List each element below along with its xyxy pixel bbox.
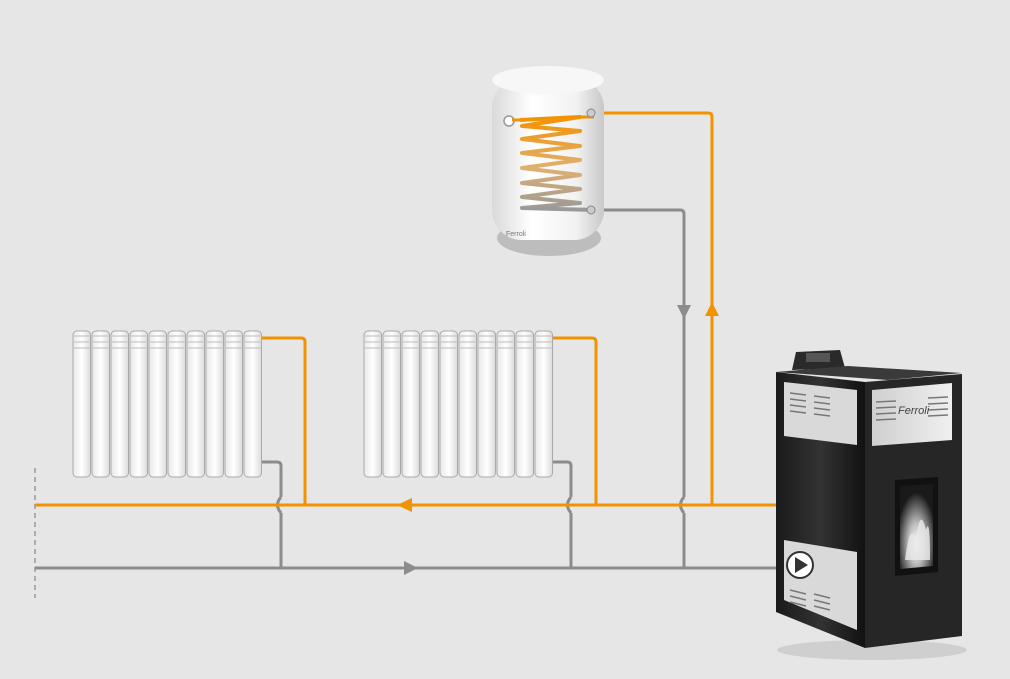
radiator-fin — [205, 330, 224, 478]
radiator-icon — [363, 330, 553, 478]
radiator-fin — [148, 330, 167, 478]
radiator-fin — [382, 330, 401, 478]
radiator-fin — [129, 330, 148, 478]
radiator-fin — [439, 330, 458, 478]
return-flow-arrow — [404, 561, 418, 575]
supply-pipes — [35, 111, 790, 507]
radiator-fin — [458, 330, 477, 478]
return-flow-arrow-down — [677, 305, 691, 319]
radiator-fin — [72, 330, 91, 478]
radiator-fin — [167, 330, 186, 478]
radiator-fin — [110, 330, 129, 478]
pellet-stove-icon: Ferroli — [776, 350, 967, 660]
radiator-icon — [72, 330, 262, 478]
radiator-fin — [420, 330, 439, 478]
radiator-fin — [401, 330, 420, 478]
radiator-fin — [186, 330, 205, 478]
supply-flow-arrow-up — [705, 302, 719, 316]
circulation-pump-icon — [786, 551, 814, 579]
radiator-fin — [224, 330, 243, 478]
hot-water-cylinder-icon: Ferroli — [492, 66, 604, 256]
radiator-fin — [477, 330, 496, 478]
radiator-fin — [534, 330, 553, 478]
supply-flow-arrow-left — [397, 498, 412, 512]
radiator-fin — [91, 330, 110, 478]
radiator-fin — [243, 330, 262, 478]
tank-brand-label: Ferroli — [506, 231, 526, 238]
radiator-fin — [363, 330, 382, 478]
radiator-fin — [515, 330, 534, 478]
stove-brand-label: Ferroli — [898, 405, 930, 417]
radiator-fin — [496, 330, 515, 478]
